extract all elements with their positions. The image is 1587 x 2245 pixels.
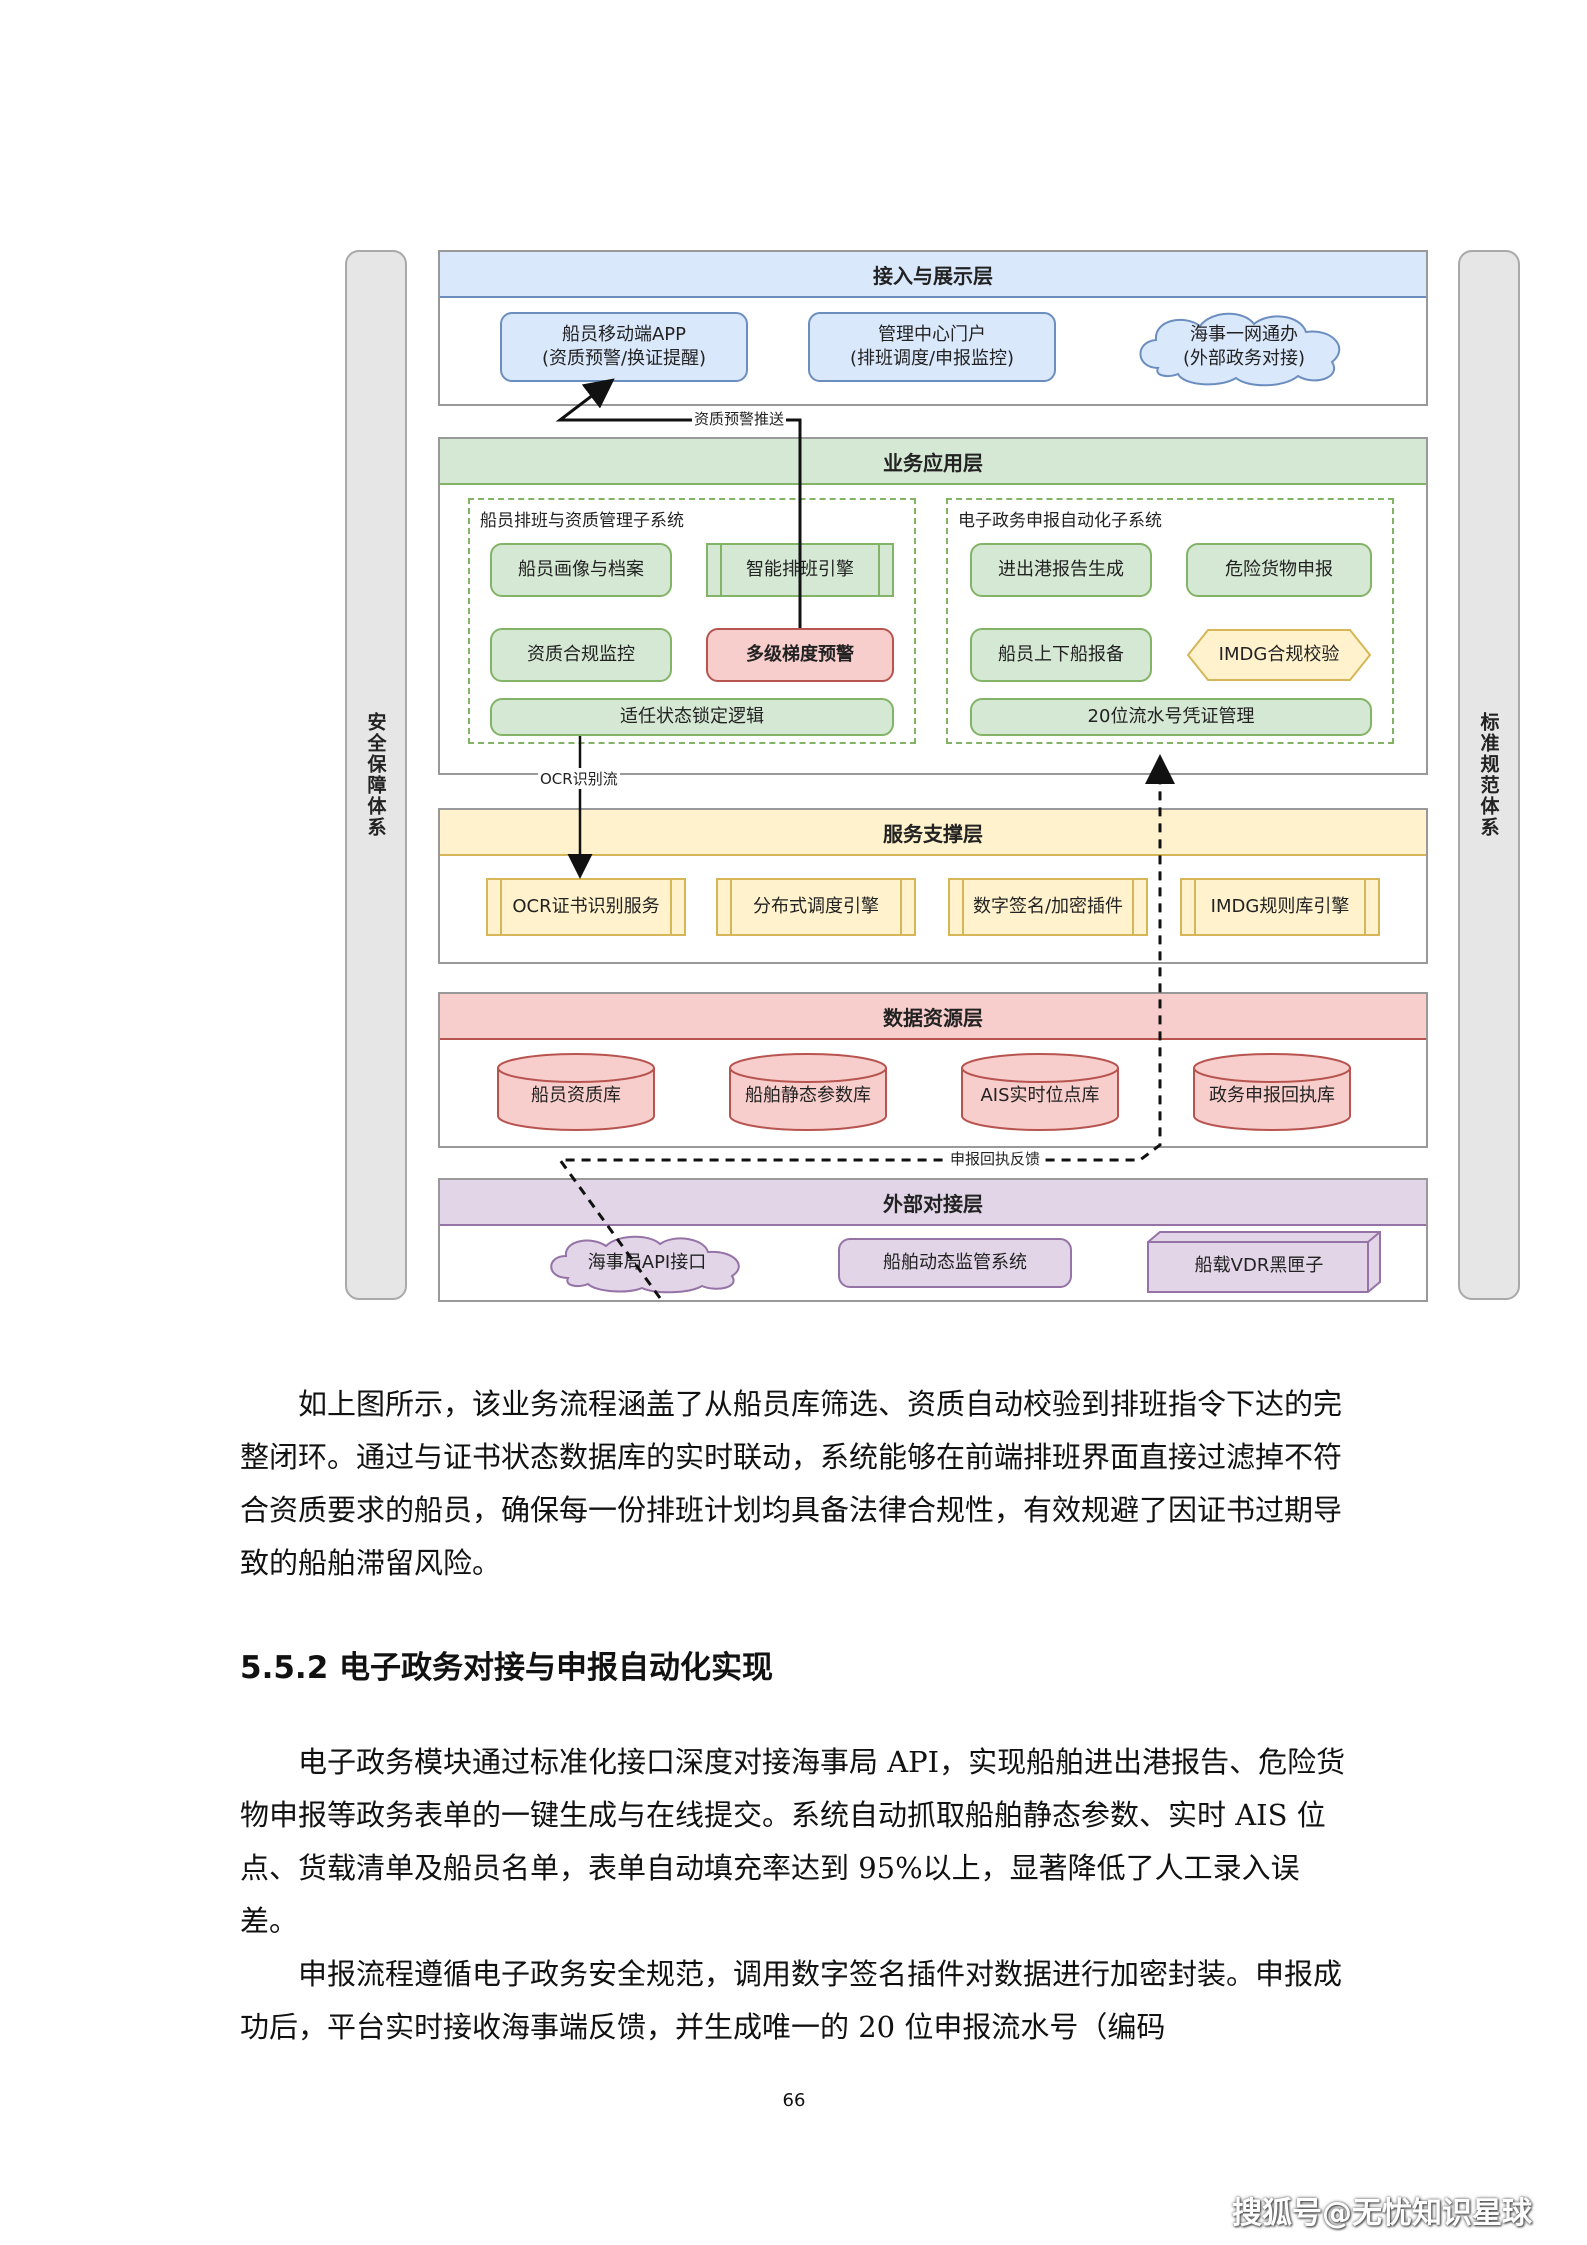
qualification-monitor-box: 资质合规监控 xyxy=(490,628,672,682)
business-layer-title: 业务应用层 xyxy=(440,439,1426,485)
msa-api-label: 海事局API接口 xyxy=(587,1252,707,1273)
smart-scheduling-engine-box: 智能排班引擎 xyxy=(706,543,894,597)
crew-subsystem-title: 船员排班与资质管理子系统 xyxy=(480,511,684,531)
left-pillar-label: 安全保障体系 xyxy=(364,712,387,838)
external-layer-title: 外部对接层 xyxy=(440,1180,1426,1226)
ais-position-db: AIS实时位点库 xyxy=(980,1085,1100,1106)
egov-subsystem-title: 电子政务申报自动化子系统 xyxy=(958,511,1162,531)
serial-number-box: 20位流水号凭证管理 xyxy=(970,698,1372,736)
feedback-flow-label: 申报回执反馈 xyxy=(948,1148,1043,1169)
push-flow-label: 资质预警推送 xyxy=(692,408,787,429)
cloud-shape xyxy=(1139,312,1341,387)
paragraph-submission-flow: 申报流程遵循电子政务安全规范，调用数字签名插件对数据进行加密封装。申报成功后，平… xyxy=(240,1957,1343,2044)
ocr-flow-label: OCR识别流 xyxy=(538,768,620,789)
crew-mobile-app-box: 船员移动端APP (资质预警/换证提醒) xyxy=(500,312,748,382)
left-pillar: 安全保障体系 xyxy=(345,250,407,1300)
right-pillar-label: 标准规范体系 xyxy=(1477,712,1500,838)
crew-onboard-report-box: 船员上下船报备 xyxy=(970,628,1152,682)
ocr-service-box: OCR证书识别服务 xyxy=(486,878,686,936)
competency-lock-box: 适任状态锁定逻辑 xyxy=(490,698,894,736)
egov-subsystem: 电子政务申报自动化子系统 xyxy=(946,498,1394,744)
vessel-static-db: 船舶静态参数库 xyxy=(745,1085,871,1106)
imdg-hexagon-shape xyxy=(1186,629,1372,681)
egov-receipt-db: 政务申报回执库 xyxy=(1209,1085,1335,1106)
section-heading: 5.5.2 电子政务对接与申报自动化实现 xyxy=(240,1650,774,1686)
access-layer-title: 接入与展示层 xyxy=(440,252,1426,298)
vessel-monitoring-box: 船舶动态监管系统 xyxy=(838,1238,1072,1288)
port-report-box: 进出港报告生成 xyxy=(970,543,1152,597)
paragraph-diagram-summary: 如上图所示，该业务流程涵盖了从船员库筛选、资质自动校验到排班指令下达的完整闭环。… xyxy=(240,1387,1343,1580)
distributed-scheduler-box: 分布式调度引擎 xyxy=(716,878,916,936)
service-layer-title: 服务支撑层 xyxy=(440,810,1426,856)
footer-watermark: 搜狐号@无忧知识星球 xyxy=(1232,2196,1532,2231)
crew-qualification-db: 船员资质库 xyxy=(531,1085,621,1106)
right-pillar: 标准规范体系 xyxy=(1458,250,1520,1300)
digital-signature-box: 数字签名/加密插件 xyxy=(948,878,1148,936)
page-number: 66 xyxy=(782,2090,806,2111)
access-layer: 接入与展示层 xyxy=(438,250,1428,406)
one-network-service-label: 海事一网通办 (外部政务对接) xyxy=(1182,324,1306,369)
data-layer-title: 数据资源层 xyxy=(440,994,1426,1040)
multi-level-alert-box: 多级梯度预警 xyxy=(706,628,894,682)
crew-profile-box: 船员画像与档案 xyxy=(490,543,672,597)
management-portal-box: 管理中心门户 (排班调度/申报监控) xyxy=(808,312,1056,382)
imdg-rules-engine-box: IMDG规则库引擎 xyxy=(1180,878,1380,936)
dangerous-goods-box: 危险货物申报 xyxy=(1186,543,1372,597)
paragraph-egov-module: 电子政务模块通过标准化接口深度对接海事局 API，实现船舶进出港报告、危险货物申… xyxy=(240,1745,1346,1938)
imdg-check-label: IMDG合规校验 xyxy=(1218,644,1340,665)
vdr-label: 船载VDR黑匣子 xyxy=(1194,1255,1324,1276)
